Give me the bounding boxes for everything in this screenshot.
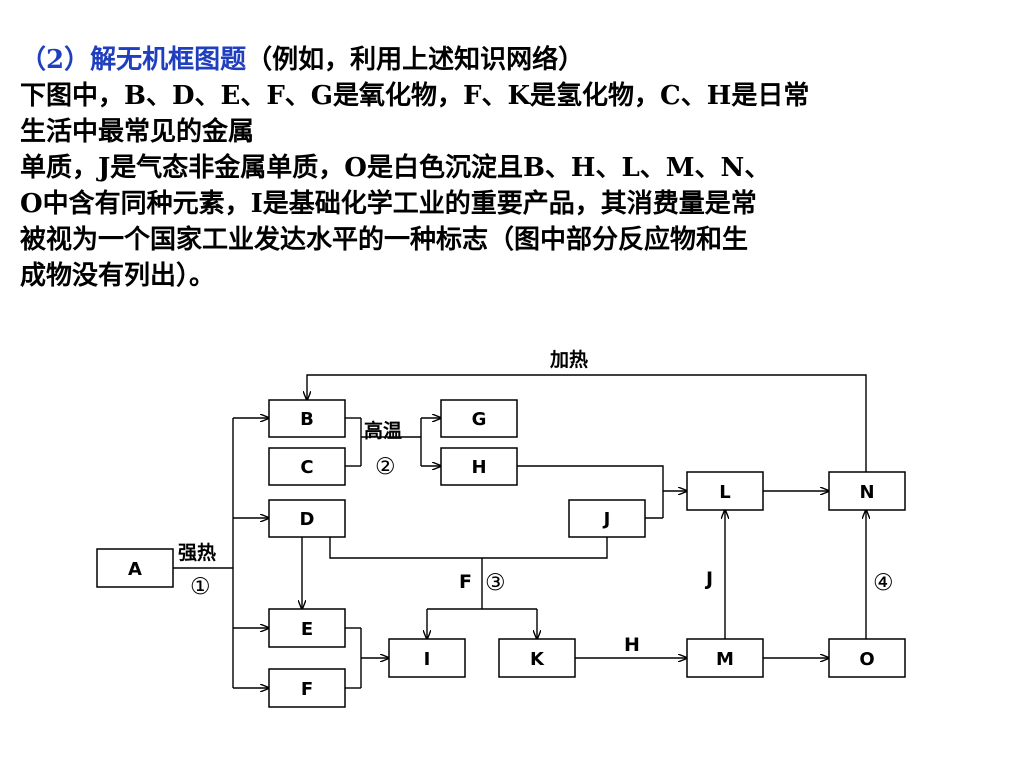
node-label-d: D: [300, 509, 315, 530]
label-h: H: [624, 634, 640, 656]
node-box-n: [828, 471, 906, 511]
node-label-f: F: [301, 679, 313, 700]
node-label-a: A: [128, 559, 142, 580]
node-box-e: [268, 608, 346, 648]
problem-line-3: 单质，J是气态非金属单质，O是白色沉淀且B、H、L、M、N、: [20, 153, 771, 183]
node-label-l: L: [719, 482, 730, 503]
node-label-m: M: [716, 649, 734, 670]
node-box-k: [498, 638, 576, 678]
problem-line-6: 成物没有列出）。: [20, 261, 216, 291]
label-circle-1: ①: [190, 574, 211, 600]
node-box-c: [268, 447, 346, 486]
node-boxes: [96, 399, 906, 708]
label-high-temp: 高温: [364, 419, 402, 442]
node-box-b: [268, 399, 346, 438]
label-heat-top: 加热: [549, 348, 588, 371]
node-box-m: [686, 638, 764, 678]
node-label-n: N: [859, 482, 874, 503]
node-label-g: G: [472, 409, 487, 430]
problem-line-5: 被视为一个国家工业发达水平的一种标志（图中部分反应物和生: [20, 225, 749, 255]
node-label-o: O: [859, 649, 874, 670]
arrow-n-to-b: [307, 374, 867, 472]
node-box-h: [440, 447, 518, 486]
label-circle-3: ③: [485, 570, 506, 596]
node-label-c: C: [300, 457, 313, 478]
node-box-f: [268, 668, 346, 708]
node-box-l: [686, 471, 764, 511]
node-box-d: [268, 499, 346, 538]
problem-line-2: 生活中最常见的金属: [20, 117, 255, 147]
problem-line-4: O中含有同种元素，I是基础化学工业的重要产品，其消费量是常: [20, 189, 757, 219]
node-labels: A B C D E F G H I J K L M N O: [128, 409, 875, 700]
label-circle-4: ④: [873, 570, 894, 596]
label-circle-2: ②: [375, 454, 396, 480]
condition-labels: 加热 高温 ② 强热 ① F ③ H J ④: [178, 348, 894, 656]
label-f: F: [459, 571, 472, 593]
node-box-i: [388, 638, 466, 678]
node-box-o: [828, 638, 906, 678]
node-label-j: J: [602, 509, 611, 530]
node-label-h: H: [471, 457, 486, 478]
node-box-a: [96, 548, 174, 588]
problem-heading: （2）解无机框图题（例如，利用上述知识网络）: [20, 42, 1010, 78]
line-dj-join: [329, 537, 608, 559]
heading-note: （例如，利用上述知识网络）: [246, 45, 585, 75]
node-box-j: [568, 499, 646, 538]
connector-lines: [173, 374, 867, 688]
problem-line-1: 下图中，B、D、E、F、G是氧化物，F、K是氢化物，C、H是日常: [20, 81, 810, 111]
problem-text: （2）解无机框图题（例如，利用上述知识网络） 下图中，B、D、E、F、G是氧化物…: [20, 42, 1010, 294]
line-h-to-l: [517, 465, 664, 518]
node-label-k: K: [530, 649, 545, 670]
node-label-i: I: [424, 649, 431, 670]
node-box-g: [440, 399, 518, 438]
label-j: J: [704, 568, 713, 590]
node-label-e: E: [301, 619, 313, 640]
heading-title: （2）解无机框图题: [20, 45, 247, 75]
label-strong-heat: 强热: [178, 541, 216, 564]
node-label-b: B: [300, 409, 314, 430]
